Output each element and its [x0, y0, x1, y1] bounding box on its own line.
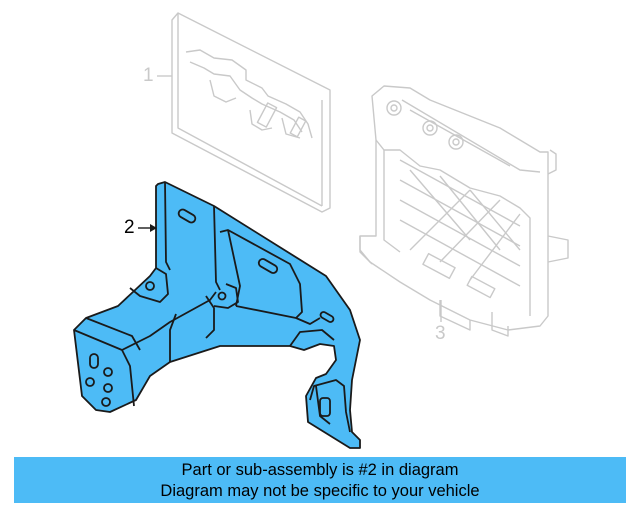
part-3-housing: [359, 85, 569, 337]
info-banner: Part or sub-assembly is #2 in diagram Di…: [14, 457, 626, 503]
part-1-module: [171, 12, 331, 213]
callout-1-label: 1: [143, 65, 154, 86]
banner-line-2: Diagram may not be specific to your vehi…: [160, 482, 480, 500]
arrow-2: [150, 224, 157, 232]
callout-2-label: 2: [124, 217, 135, 238]
callout-leaders: [138, 75, 442, 322]
parts-diagram: [73, 12, 569, 449]
part-2-bracket: [73, 181, 361, 449]
callout-3-label: 3: [435, 323, 446, 344]
banner-line-1: Part or sub-assembly is #2 in diagram: [181, 461, 459, 479]
